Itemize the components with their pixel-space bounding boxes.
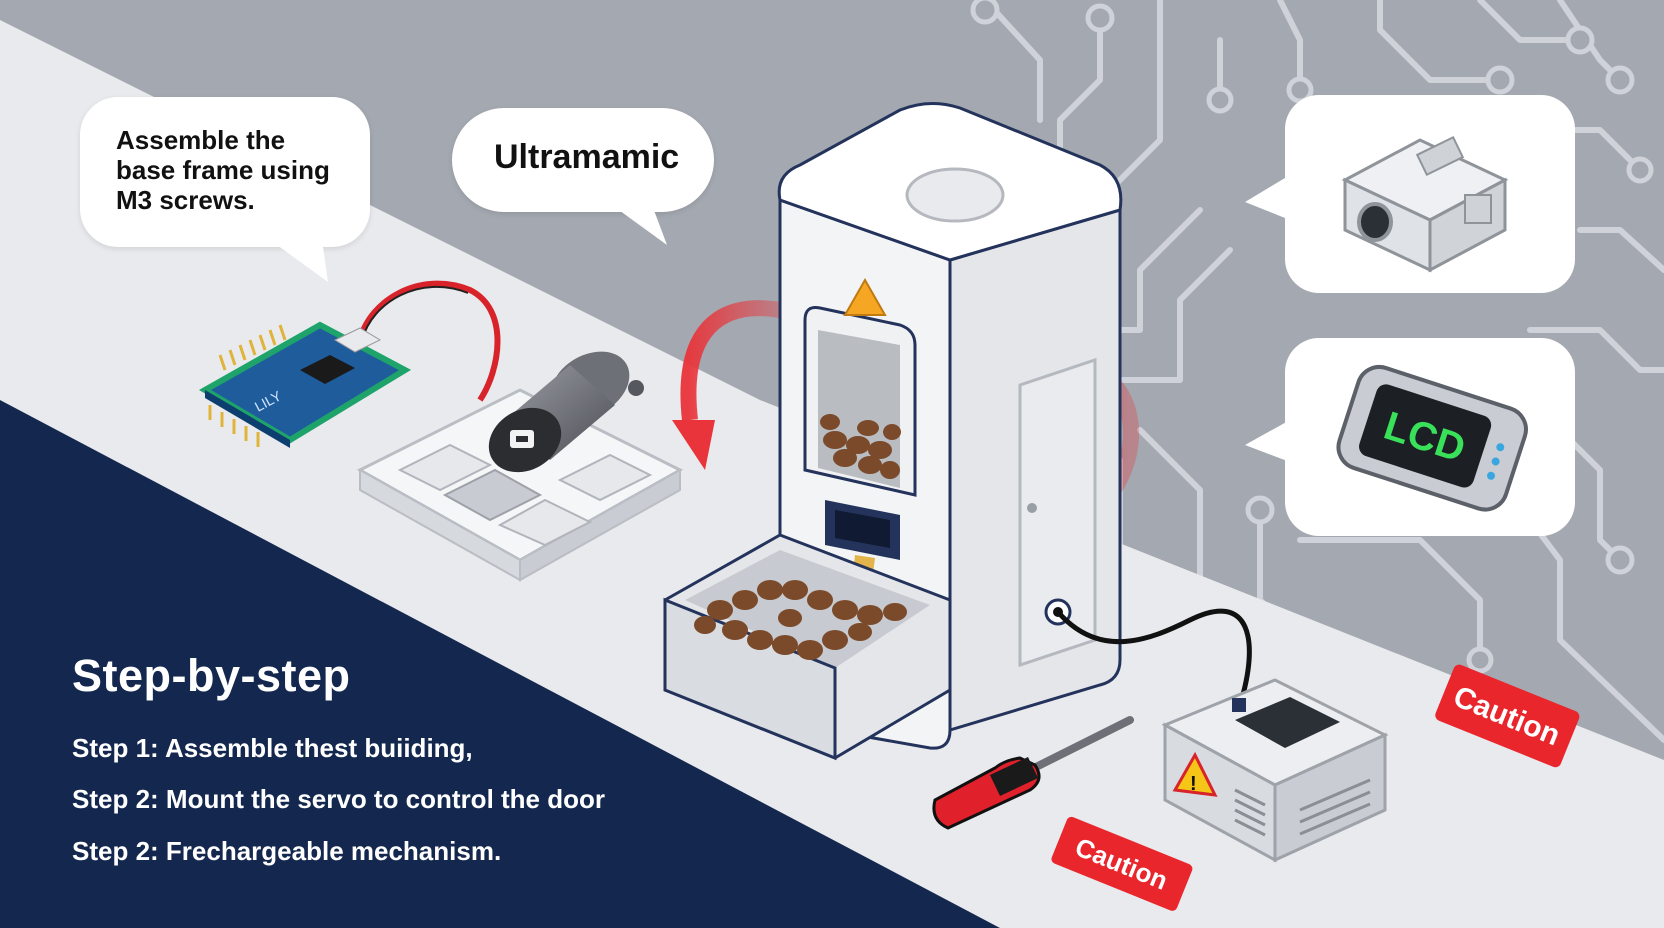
step-item-2: Step 2: Mount the servo to control the d… <box>72 784 605 814</box>
sensor-callout <box>1245 95 1575 293</box>
callout-text-ultramamic: Ultramamic <box>494 138 680 176</box>
screwdriver <box>932 716 1134 830</box>
callout-tail-assembly <box>270 240 328 282</box>
steps-title: Step-by-step <box>72 650 351 701</box>
callout-tail-ultramamic <box>612 205 667 245</box>
step-item-3: Step 2: Frechargeable mechanism. <box>72 836 502 866</box>
warning-triangle-icon <box>843 277 887 316</box>
steps-panel-background <box>0 400 1000 928</box>
servo-motor <box>488 351 644 473</box>
circuit-board: LILY <box>198 321 412 448</box>
callout-text-assembly: Assemble the base frame using M3 screws. <box>116 125 330 215</box>
lcd-callout: LCD <box>1245 338 1575 536</box>
sensor-lens-icon <box>1357 202 1393 242</box>
step-item-1: Step 1: Assemble thest buiiding, <box>72 733 473 763</box>
power-supply-box: ! <box>1161 678 1389 863</box>
base-frame <box>356 388 684 582</box>
red-wire <box>357 280 501 402</box>
warning-triangle-icon-box <box>1172 751 1218 797</box>
svg-text:!: ! <box>1190 773 1197 795</box>
rotation-arrow-left <box>680 300 782 421</box>
callout-bubble-assembly: Assemble the base frame using M3 screws. <box>80 97 370 247</box>
power-cable <box>1056 608 1252 706</box>
pet-feeder <box>663 102 1123 761</box>
callout-bubble-ultramamic: Ultramamic <box>452 108 714 212</box>
